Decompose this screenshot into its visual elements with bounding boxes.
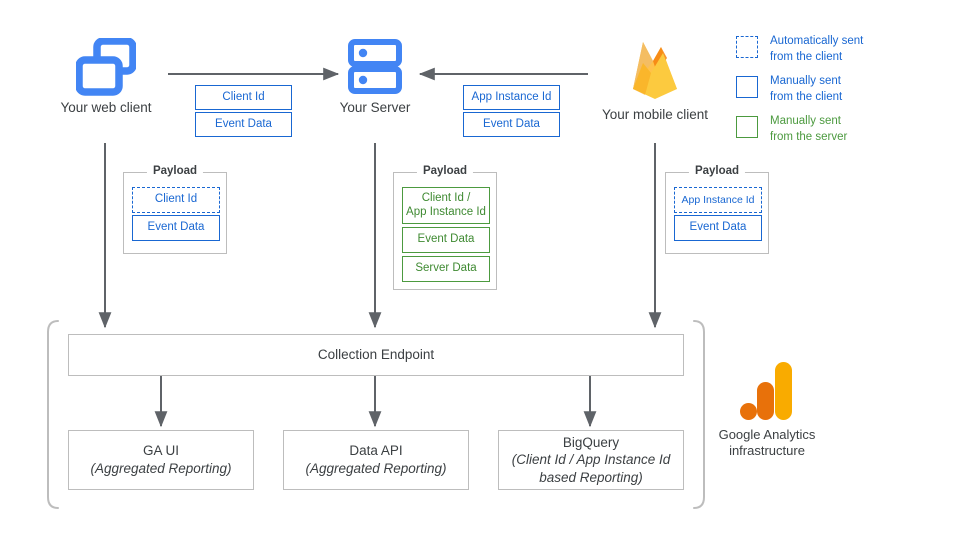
node-server: Your Server [315,38,435,130]
collection-endpoint-box: Collection Endpoint [68,334,684,376]
legend-line2-manual-server: from the server [770,130,848,143]
bracket-right [693,320,705,509]
server-label: Your Server [339,100,411,115]
payload-web-item-client-id: Client Id [132,187,220,213]
output-box-bigquery: BigQuery (Client Id / App Instance Id ba… [498,430,684,490]
payload-server-item-ids: Client Id / App Instance Id [402,187,490,224]
legend-swatch-automatic-client [736,36,758,58]
legend-swatch-manual-client [736,76,758,98]
payload-mobile-legend: Payload [688,165,746,177]
payload-server: Payload Client Id / App Instance Id Even… [393,165,497,290]
browser-windows-icon [76,38,136,96]
output-box-ga-ui: GA UI (Aggregated Reporting) [68,430,254,490]
legend-text-automatic-client: Automatically sent from the client [770,34,863,65]
bracket-left [47,320,59,509]
firebase-flame-icon [623,33,687,103]
transport-chip-app-instance-id: App Instance Id [463,85,560,110]
legend-text-manual-server: Manually sent from the server [770,114,847,145]
infrastructure-block: Google Analytics infrastructure [705,360,829,470]
output-box-data-api: Data API (Aggregated Reporting) [283,430,469,490]
payload-web-item-event-data: Event Data [132,215,220,241]
output-ga-ui-subtitle: (Aggregated Reporting) [90,461,232,476]
payload-mobile: Payload App Instance Id Event Data [665,165,769,254]
infrastructure-caption-line2: infrastructure [729,443,805,458]
transport-chip-client-id: Client Id [195,85,292,110]
payload-web-legend: Payload [146,165,204,177]
output-bigquery-subtitle: (Client Id / App Instance Id based Repor… [511,452,671,485]
payload-server-item-server-data: Server Data [402,256,490,282]
transport-chip-event-data: Event Data [195,112,292,137]
transport-chip-event-data-mobile: Event Data [463,112,560,137]
payload-mobile-item-event-data: Event Data [674,215,762,241]
output-ga-ui-title: GA UI [142,443,179,459]
legend-line1-manual-server: Manually sent [770,115,841,127]
output-bigquery-title: BigQuery [562,434,620,450]
legend-line2-automatic: from the client [770,50,843,63]
node-web-client: Your web client [45,38,167,130]
web-client-label: Your web client [60,100,152,115]
legend-swatch-manual-server [736,116,758,138]
legend-line1-automatic: Automatically sent [770,35,864,47]
legend-text-manual-client: Manually sent from the client [770,74,842,105]
infrastructure-caption-line1: Google Analytics [718,427,816,442]
server-rack-icon [347,38,403,96]
payload-server-legend: Payload [416,165,474,177]
payload-mobile-item-app-instance-id: App Instance Id [674,187,762,213]
mobile-client-label: Your mobile client [601,107,709,122]
output-data-api-title: Data API [349,443,403,459]
payload-web: Payload Client Id Event Data [123,165,227,254]
output-data-api-subtitle: (Aggregated Reporting) [305,461,447,476]
legend: Automatically sent from the client Manua… [736,34,946,149]
payload-server-item-event-data: Event Data [402,227,490,253]
legend-line2-manual-client: from the client [770,90,843,103]
google-analytics-logo [739,360,795,422]
node-mobile-client: Your mobile client [585,33,725,130]
legend-line1-manual-client: Manually sent [770,75,841,87]
